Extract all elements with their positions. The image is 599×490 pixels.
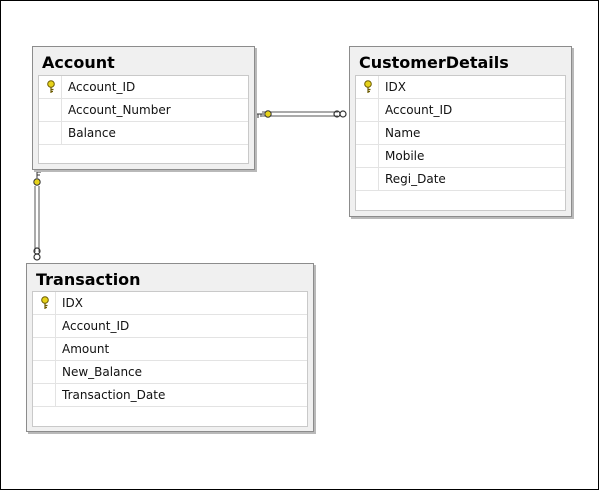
column-name: Mobile	[385, 149, 425, 163]
column-row[interactable]: IDX	[356, 76, 565, 99]
primary-key-icon	[47, 80, 55, 93]
column-grid: Account_ID Account_Number Balance	[38, 75, 249, 164]
key-icon	[33, 170, 41, 186]
relationship-account-transaction[interactable]	[33, 170, 41, 261]
column-row[interactable]: Transaction_Date	[33, 384, 307, 407]
column-row[interactable]: Account_ID	[39, 76, 248, 99]
column-name: Account_ID	[62, 319, 130, 333]
primary-key-icon	[41, 296, 49, 309]
column-name: Amount	[62, 342, 110, 356]
column-name: Account_ID	[385, 103, 453, 117]
table-customerdetails[interactable]: CustomerDetails IDX Account_ID Name Mobi…	[349, 46, 572, 217]
column-row[interactable]: Amount	[33, 338, 307, 361]
key-icon	[256, 110, 272, 118]
column-row[interactable]: Balance	[39, 122, 248, 145]
column-row[interactable]: Account_ID	[356, 99, 565, 122]
column-name: IDX	[385, 80, 406, 94]
column-grid: IDX Account_ID Name Mobile Regi_Date	[355, 75, 566, 211]
infinity-icon	[333, 110, 347, 118]
column-row[interactable]: Account_Number	[39, 99, 248, 122]
column-name: Name	[385, 126, 421, 140]
column-name: Account_ID	[68, 80, 136, 94]
table-title: Transaction	[36, 270, 141, 289]
primary-key-icon	[364, 80, 372, 93]
column-row[interactable]: New_Balance	[33, 361, 307, 384]
infinity-icon	[33, 247, 41, 261]
column-row[interactable]: Name	[356, 122, 565, 145]
table-transaction[interactable]: Transaction IDX Account_ID Amount New_Ba…	[26, 263, 314, 432]
column-name: Transaction_Date	[62, 388, 166, 402]
column-name: New_Balance	[62, 365, 143, 379]
column-row[interactable]: Regi_Date	[356, 168, 565, 191]
column-name: IDX	[62, 296, 83, 310]
column-row[interactable]: IDX	[33, 292, 307, 315]
table-account[interactable]: Account Account_ID Account_Number Balanc…	[32, 46, 255, 170]
column-name: Regi_Date	[385, 172, 446, 186]
column-row[interactable]: Mobile	[356, 145, 565, 168]
column-name: Account_Number	[68, 103, 171, 117]
column-name: Balance	[68, 126, 116, 140]
column-grid: IDX Account_ID Amount New_Balance Transa…	[32, 291, 308, 427]
column-row[interactable]: Account_ID	[33, 315, 307, 338]
table-title: CustomerDetails	[359, 53, 509, 72]
relationship-account-customerdetails[interactable]	[256, 110, 347, 118]
table-title: Account	[42, 53, 115, 72]
